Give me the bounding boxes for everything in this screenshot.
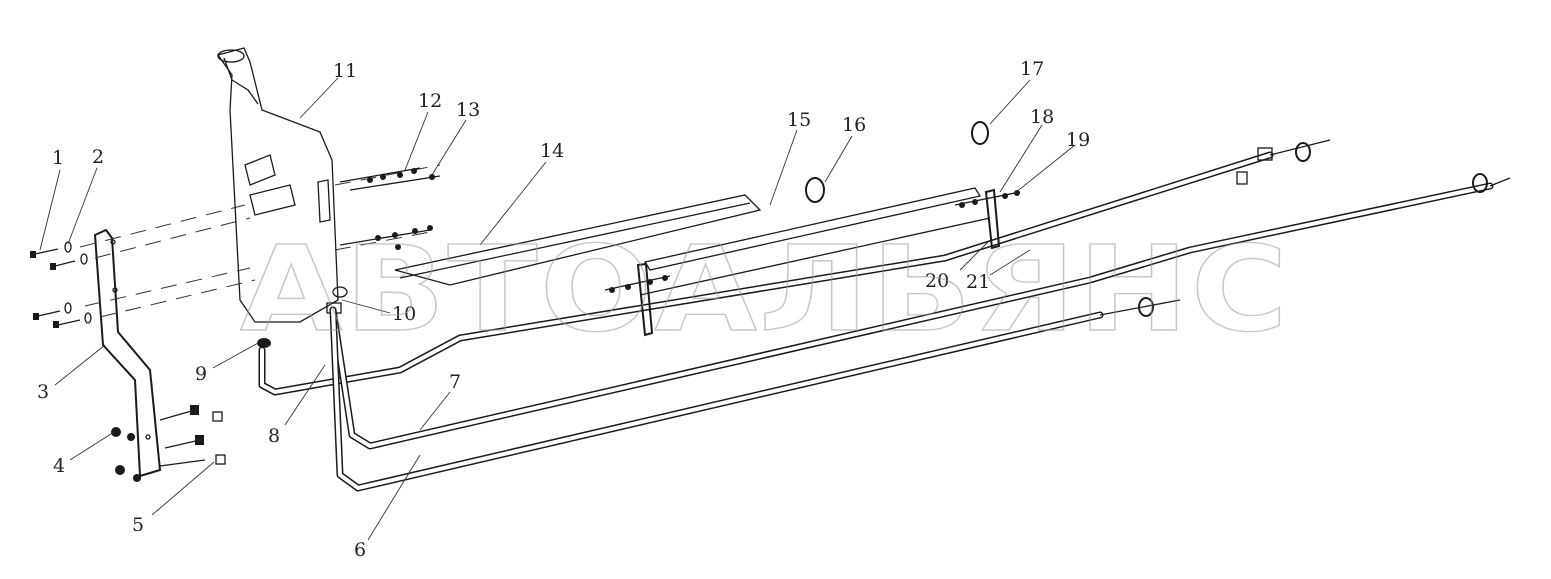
part-label-4: 4 [53, 455, 65, 477]
part-label-5: 5 [132, 514, 144, 536]
part-label-9: 9 [195, 363, 207, 385]
watermark-text: АВТОАЛЬЯНС [240, 220, 1290, 358]
part-label-8: 8 [268, 425, 280, 447]
fluid-tank [216, 47, 348, 348]
part-labels: 1 2 3 4 5 6 7 8 9 10 11 12 13 14 15 16 1… [37, 58, 1090, 561]
part-label-14: 14 [540, 140, 564, 162]
part-label-21: 21 [966, 271, 990, 293]
part-label-16: 16 [842, 114, 866, 136]
part-label-7: 7 [449, 371, 461, 393]
rail [639, 187, 991, 296]
bolts-left [30, 241, 92, 328]
part-label-13: 13 [456, 99, 480, 121]
heat-shield [394, 194, 762, 286]
part-label-17: 17 [1020, 58, 1044, 80]
part-label-2: 2 [92, 146, 104, 168]
mounting-bracket [93, 228, 162, 478]
part-label-6: 6 [354, 539, 366, 561]
pipes [258, 139, 1511, 492]
part-label-1: 1 [52, 147, 64, 169]
part-label-3: 3 [37, 381, 49, 403]
part-label-18: 18 [1030, 106, 1054, 128]
clamps [805, 121, 1488, 317]
part-label-20: 20 [925, 270, 949, 292]
leader-lines [39, 77, 1076, 541]
part-label-15: 15 [787, 109, 811, 131]
small-fasteners [339, 167, 1021, 337]
nuts-and-bolts-lower [111, 405, 226, 482]
part-label-12: 12 [418, 90, 442, 112]
part-label-10: 10 [392, 303, 416, 325]
part-label-11: 11 [333, 60, 357, 82]
part-label-19: 19 [1066, 129, 1090, 151]
alignment-lines [79, 164, 441, 318]
